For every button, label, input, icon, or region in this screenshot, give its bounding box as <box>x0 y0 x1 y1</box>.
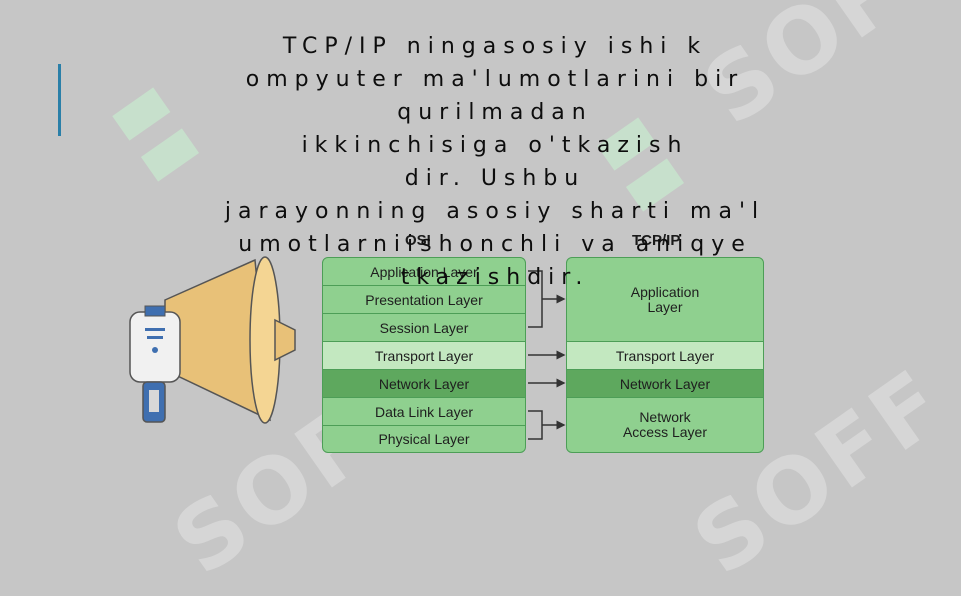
tcpip-network-layer: Network Layer <box>566 369 764 398</box>
accent-line <box>58 64 61 136</box>
watermark-logo-icon <box>597 117 685 212</box>
osi-network-layer: Network Layer <box>322 369 526 398</box>
osi-transport-layer: Transport Layer <box>322 341 526 370</box>
osi-data-link-layer: Data Link Layer <box>322 397 526 426</box>
tcpip-application-layer: Application Layer <box>566 257 764 342</box>
megaphone-icon <box>129 256 296 424</box>
osi-tcpip-diagram: OSI TCP/IP Application Layer Presentatio… <box>322 232 764 453</box>
slide-heading-text: TCP/IP ningasosiy ishi k ompyuter ma'lum… <box>224 34 766 290</box>
tcpip-network-access-layer: Network Access Layer <box>566 397 764 453</box>
osi-session-layer: Session Layer <box>322 313 526 342</box>
osi-application-layer: Application Layer <box>322 257 526 286</box>
watermark-logo-icon <box>112 87 200 182</box>
tcpip-title: TCP/IP <box>632 232 681 249</box>
tcpip-transport-layer: Transport Layer <box>566 341 764 370</box>
osi-title: OSI <box>405 232 431 249</box>
osi-physical-layer: Physical Layer <box>322 425 526 453</box>
mapping-arrows <box>528 270 566 440</box>
